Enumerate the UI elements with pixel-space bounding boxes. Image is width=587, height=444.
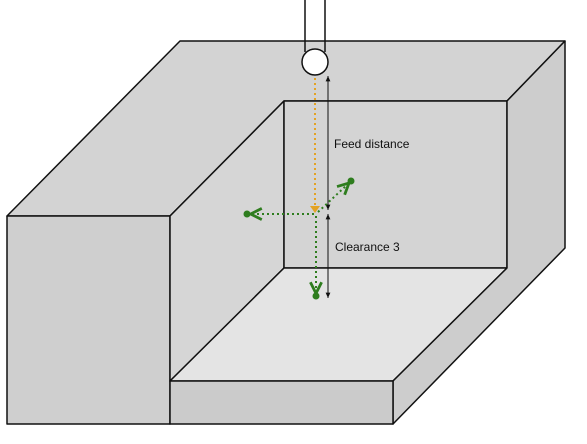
workpiece-block (6, 40, 566, 425)
feed-arrow-icon (310, 206, 320, 213)
block-left-front-face (6, 215, 171, 425)
retract-paths (252, 184, 348, 292)
retract-path-diagonal (317, 184, 348, 213)
ball-end-mill-icon (301, 0, 329, 76)
feed-distance-label: Feed distance (334, 137, 410, 151)
point-diagonal-marker-icon (347, 177, 355, 185)
block-floor-front-face (169, 380, 394, 425)
point-left-marker-icon (243, 210, 251, 218)
clearance-label: Clearance 3 (335, 240, 400, 254)
point-down-marker-icon (312, 292, 320, 300)
